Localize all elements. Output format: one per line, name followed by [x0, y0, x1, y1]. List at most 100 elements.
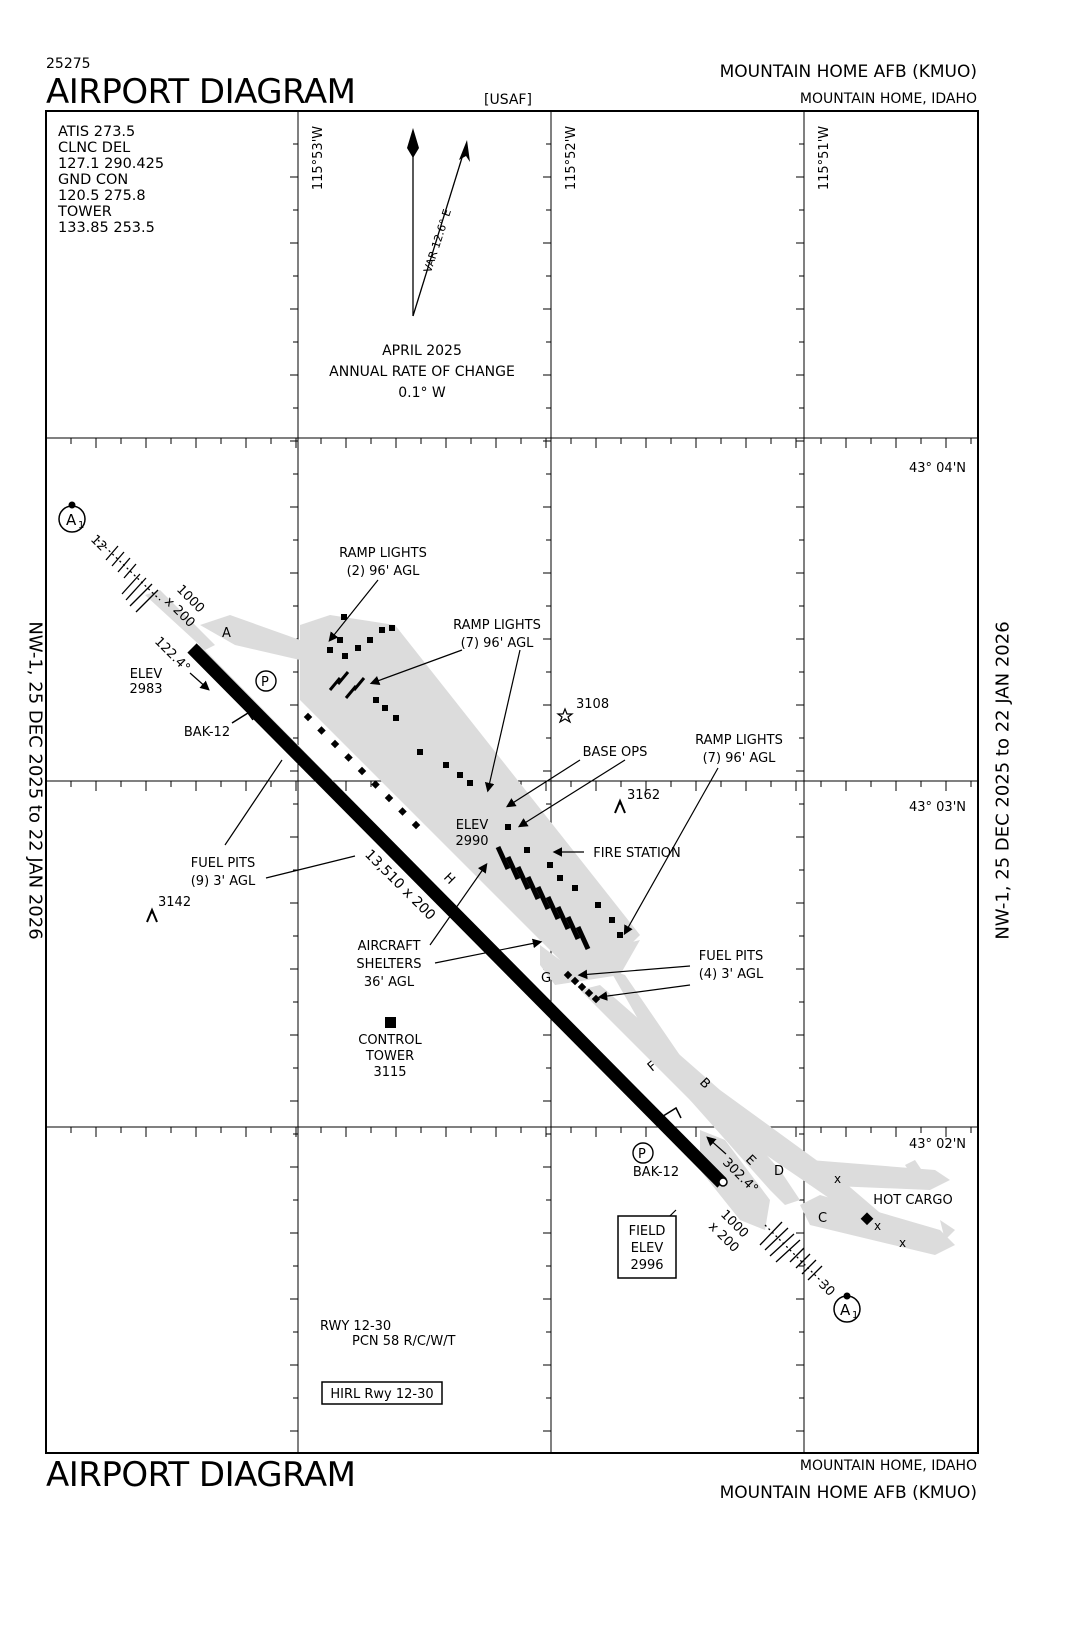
fuel-pit [357, 766, 367, 776]
heading-arrow-12 [189, 672, 210, 691]
mag-rate-label: ANNUAL RATE OF CHANGE [329, 364, 515, 380]
variation-label: VAR 12.6° E [421, 208, 454, 275]
base-ops-label: BASE OPS [583, 745, 648, 760]
ramp-lights-2-line1: RAMP LIGHTS [453, 618, 541, 633]
ramp-elev-label: ELEV [456, 818, 489, 833]
latitude-2: 43° 03'N [909, 800, 966, 815]
shelter [505, 855, 521, 881]
ramp-building [547, 862, 553, 868]
runway-12-30 [187, 643, 728, 1188]
freq-gnd: 120.5 275.8 [58, 188, 146, 204]
ramp-lights-1-line1: RAMP LIGHTS [339, 546, 427, 561]
frequency-block: ATIS 273.5 CLNC DEL 127.1 290.425 GND CO… [58, 124, 164, 236]
footer-title: AIRPORT DIAGRAM [46, 1455, 356, 1495]
ramp-building [524, 847, 530, 853]
ramp-light-pole [328, 677, 342, 691]
graticule-ticks [70, 143, 972, 1432]
footer-airport-name: MOUNTAIN HOME AFB (KMUO) [719, 1483, 977, 1503]
ramp-building [417, 749, 423, 755]
freq-gnd-label: GND CON [58, 172, 129, 188]
svg-text:x: x [874, 1219, 881, 1233]
runway-number-30: 30 [815, 1277, 837, 1299]
control-tower-line2: TOWER [365, 1049, 414, 1064]
ramp-building [572, 885, 578, 891]
ramp-light-pole [336, 671, 350, 685]
shelter [525, 875, 541, 901]
taxiway-h: H [440, 870, 458, 888]
approach-symbol-12: A 1 [58, 501, 86, 533]
ramp-lights-3-line2: (7) 96' AGL [703, 751, 777, 766]
approach-lights-30 [759, 1221, 826, 1286]
shelters-line3: 36' AGL [364, 975, 415, 990]
control-tower-line1: CONTROL [358, 1033, 422, 1048]
ramp-building [457, 772, 463, 778]
airport-name: MOUNTAIN HOME AFB (KMUO) [719, 62, 977, 82]
fire-station-label: FIRE STATION [593, 846, 681, 861]
svg-text:A: A [840, 1301, 851, 1319]
ramp-building [467, 780, 473, 786]
ramp-building [389, 625, 395, 631]
svg-text:A: A [66, 511, 77, 529]
fuel-pit [577, 982, 587, 992]
ramp-building [355, 645, 361, 651]
ramp-building [367, 637, 373, 643]
magnetic-info: APRIL 2025 ANNUAL RATE OF CHANGE 0.1° W [322, 341, 522, 404]
spot-3162-label: 3162 [627, 788, 660, 803]
spot-elevation-3108 [556, 707, 574, 724]
page-title: AIRPORT DIAGRAM [46, 72, 356, 112]
ramp-building [393, 715, 399, 721]
shelter [555, 905, 571, 931]
ramp-building [342, 653, 348, 659]
graticule [46, 111, 978, 1453]
shelters-line2: SHELTERS [356, 957, 421, 972]
freq-tower-label: TOWER [58, 204, 112, 220]
arresting-gear-symbol-12: P [255, 670, 277, 692]
obstacle-3162 [614, 798, 626, 814]
airport-location: MOUNTAIN HOME, IDAHO [799, 91, 977, 107]
fuel-pit [570, 976, 580, 986]
fuel-pit [344, 753, 353, 762]
approach-lights-12 [97, 539, 161, 613]
runway-pcn: PCN 58 R/C/W/T [352, 1334, 456, 1349]
shelter [495, 845, 511, 871]
svg-text:x: x [834, 1172, 841, 1186]
ramp-elev-value: 2990 [455, 834, 488, 849]
taxiway-a: A [222, 626, 231, 641]
hirl-label: HIRL Rwy 12-30 [330, 1387, 433, 1402]
shelters-line1: AIRCRAFT [358, 939, 421, 954]
shelter [515, 865, 531, 891]
elev-12-label: ELEV [130, 667, 163, 682]
latitude-3: 43° 02'N [909, 1137, 966, 1152]
bak12-label-12: BAK-12 [184, 725, 230, 740]
agency-label: [USAF] [484, 92, 532, 108]
fuel-pits-2-line2: (4) 3' AGL [699, 967, 764, 982]
svg-text:P: P [261, 675, 269, 690]
ramp-building [382, 705, 388, 711]
fuel-pit [303, 712, 313, 722]
footer-location: MOUNTAIN HOME, IDAHO [799, 1458, 977, 1474]
ramp-objects [327, 614, 623, 938]
ramp-building [341, 614, 347, 620]
hot-cargo-marker [860, 1212, 874, 1226]
freq-tower: 133.85 253.5 [58, 220, 155, 236]
ramp-light-pole [352, 677, 366, 691]
fuel-pit [371, 780, 380, 789]
fuel-pits-1-line2: (9) 3' AGL [191, 874, 256, 889]
fuel-pits-1-line1: FUEL PITS [191, 856, 255, 871]
shelter [545, 895, 561, 921]
hot-cargo-label: HOT CARGO [873, 1193, 952, 1208]
freq-atis: ATIS 273.5 [58, 124, 136, 140]
control-tower-line3: 3115 [373, 1065, 406, 1080]
runway-number-12: 12 [87, 532, 109, 554]
heading-arrow-30 [706, 1136, 727, 1155]
ramp-building [327, 647, 333, 653]
ramp-building [557, 875, 563, 881]
field-elev-box [617, 1215, 677, 1279]
shelter [575, 925, 591, 951]
fuel-pit [384, 793, 394, 803]
control-tower-marker [385, 1017, 396, 1028]
fuel-pits-9 [303, 712, 421, 830]
fuel-pit [411, 820, 421, 830]
fuel-pit [317, 726, 326, 735]
field-elev-label2: ELEV [631, 1241, 664, 1256]
